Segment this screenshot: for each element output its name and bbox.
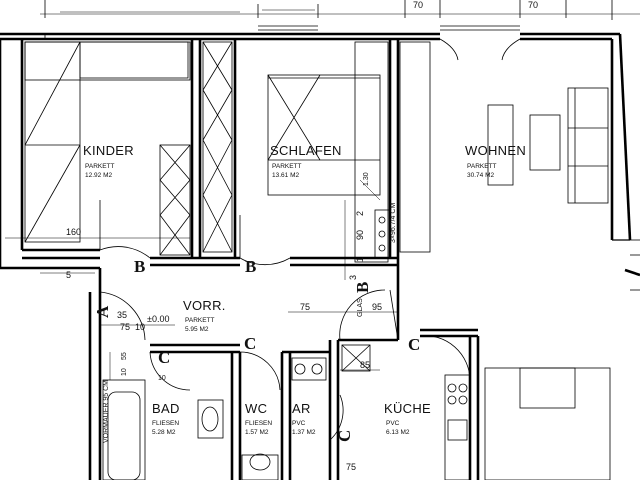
dim-3: 3 xyxy=(348,275,358,280)
room-floor-kinder: PARKETT xyxy=(85,163,115,170)
label-brh: 3×96.7/4 CM xyxy=(390,203,397,243)
dim-2: 2 xyxy=(355,211,365,216)
room-vorr: VORR. PARKETT 5.95 M2 xyxy=(183,298,226,333)
door-mark-a: A xyxy=(93,305,112,318)
dim-85: 85 xyxy=(360,360,370,370)
dim-10c: 10 xyxy=(158,375,166,382)
room-wohnen: WOHNEN PARKETT 30.74 M2 xyxy=(465,143,526,179)
vertical-labels: GLAS VORMAUER 95 CM 3×96.7/4 CM xyxy=(103,203,397,443)
room-floor-bad: FLIESEN xyxy=(152,420,179,427)
room-area-vorr: 5.95 M2 xyxy=(185,326,209,333)
room-area-bad: 5.28 M2 xyxy=(152,429,176,436)
outer-walls xyxy=(0,32,640,480)
door-mark-b-schlafen: B xyxy=(245,257,256,276)
windows xyxy=(44,25,640,291)
dim-level: ±0.00 xyxy=(147,314,169,324)
room-ar: AR PVC 1.37 M2 xyxy=(292,401,316,436)
dim-95: 95 xyxy=(372,302,382,312)
dim-10: 10 xyxy=(135,322,145,332)
interior-dimension-lines xyxy=(5,200,398,380)
door-mark-c-wc: C xyxy=(244,334,256,353)
room-name-ar: AR xyxy=(292,401,311,416)
bath-fixtures xyxy=(102,357,327,480)
room-floor-wc: FLIESEN xyxy=(245,420,272,427)
dim-35: 35 xyxy=(117,310,127,320)
wardrobe-column xyxy=(202,41,233,253)
room-floor-vorr: PARKETT xyxy=(185,317,215,324)
dim-kinder-width: 160 xyxy=(66,227,81,237)
room-name-kueche: KÜCHE xyxy=(384,401,431,416)
door-mark-b-kinder: B xyxy=(134,257,145,276)
dim-5: 5 xyxy=(66,270,71,280)
room-area-kinder: 12.92 M2 xyxy=(85,172,112,179)
dim-55: 55 xyxy=(121,352,128,360)
room-floor-ar: PVC xyxy=(292,420,306,427)
room-area-wohnen: 30.74 M2 xyxy=(467,172,494,179)
wohnen-furniture xyxy=(399,38,611,480)
room-bad: BAD FLIESEN 5.28 M2 xyxy=(152,401,180,436)
room-name-kinder: KINDER xyxy=(83,143,134,158)
room-floor-schlafen: PARKETT xyxy=(272,163,302,170)
room-name-schlafen: SCHLAFEN xyxy=(270,143,342,158)
schlafen-furniture xyxy=(267,41,391,263)
room-kinder: KINDER PARKETT 12.92 M2 xyxy=(83,143,134,179)
room-wc: WC FLIESEN 1.57 M2 xyxy=(245,401,272,436)
room-kueche: KÜCHE PVC 6.13 M2 xyxy=(384,401,431,436)
room-area-kueche: 6.13 M2 xyxy=(386,429,410,436)
label-glas: GLAS xyxy=(357,298,364,317)
door-marks: A B B B C C C C xyxy=(93,257,420,442)
room-floor-wohnen: PARKETT xyxy=(467,163,497,170)
dim-1: 1 xyxy=(355,257,365,262)
dim-130: 1.30 xyxy=(363,172,370,186)
room-name-bad: BAD xyxy=(152,401,180,416)
room-name-vorr: VORR. xyxy=(183,298,226,313)
door-mark-c-kueche: C xyxy=(408,335,420,354)
room-area-schlafen: 13.61 M2 xyxy=(272,172,299,179)
dim-top-left: 70 xyxy=(413,0,423,10)
door-mark-c-bad: C xyxy=(158,348,170,367)
room-schlafen: SCHLAFEN PARKETT 13.61 M2 xyxy=(270,143,342,179)
kinder-furniture xyxy=(24,41,191,256)
dim-10b: 10 xyxy=(121,368,128,376)
room-name-wohnen: WOHNEN xyxy=(465,143,526,158)
room-floor-kueche: PVC xyxy=(386,420,400,427)
label-vormauer: VORMAUER 95 CM xyxy=(103,380,110,443)
dim-90: 90 xyxy=(355,230,365,240)
room-name-wc: WC xyxy=(245,401,267,416)
dim-75-bottom: 75 xyxy=(346,462,356,472)
kitchen-fixtures xyxy=(341,344,471,480)
dimension-labels: 160 5 35 75 10 ±0.00 75 95 85 55 10 10 7… xyxy=(66,172,382,472)
dim-top-right: 70 xyxy=(528,0,538,10)
room-area-wc: 1.57 M2 xyxy=(245,429,269,436)
dim-75-left: 75 xyxy=(120,322,130,332)
dim-75-mid: 75 xyxy=(300,302,310,312)
door-swings xyxy=(99,200,471,441)
top-dimension-strip: 70 70 xyxy=(40,0,640,20)
door-mark-c-ar: C xyxy=(335,430,354,442)
door-mark-b-wohnen: B xyxy=(353,282,372,293)
room-area-ar: 1.37 M2 xyxy=(292,429,316,436)
